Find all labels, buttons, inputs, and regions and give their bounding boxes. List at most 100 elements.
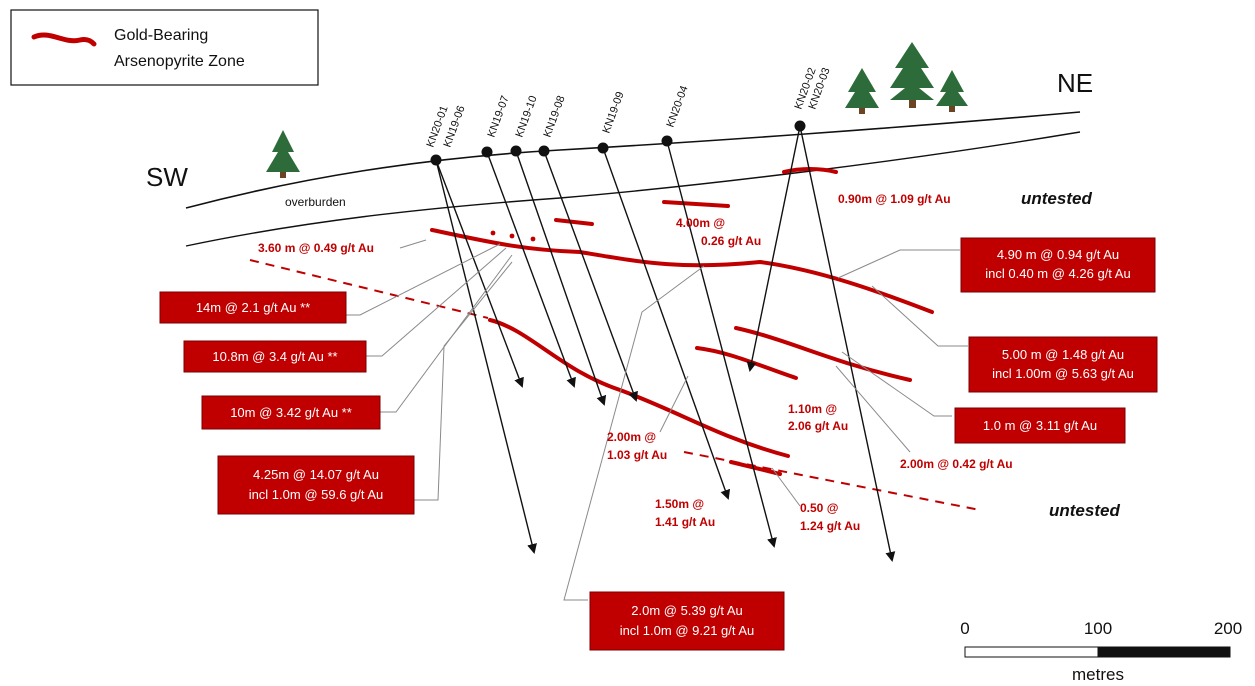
leader-line	[563, 265, 705, 601]
intercept-box: 2.0m @ 5.39 g/t Au incl 1.0m @ 9.21 g/t …	[589, 591, 785, 651]
intercept-box-line: 4.25m @ 14.07 g/t Au	[253, 467, 379, 482]
drill-collar	[538, 145, 550, 157]
drill-collar	[794, 120, 806, 132]
intercept-box-line: incl 1.00m @ 5.63 g/t Au	[992, 366, 1134, 381]
intercept-label: 4.00m @	[676, 216, 725, 230]
scale-bar: 0 100 200 metres	[960, 619, 1242, 684]
dashed-zone-projection	[683, 451, 981, 511]
intercept-box-line: incl 0.40 m @ 4.26 g/t Au	[985, 266, 1130, 281]
drill-hole-label: KN19-08	[542, 94, 568, 139]
leader-line	[346, 243, 501, 316]
tree-icon	[936, 70, 968, 112]
intercept-box: 10.8m @ 3.4 g/t Au **	[183, 340, 367, 373]
arsenopyrite-zone	[729, 460, 782, 476]
leader-line	[841, 351, 952, 417]
leader-line	[871, 285, 968, 347]
intercept-box: 14m @ 2.1 g/t Au **	[159, 291, 347, 324]
tree-icon	[890, 42, 934, 108]
drill-trace	[515, 150, 607, 406]
arsenopyrite-zone	[734, 326, 912, 382]
dashed-zone-projection	[249, 259, 489, 319]
arsenopyrite-zone	[430, 228, 934, 314]
legend-zone-swatch	[31, 32, 97, 47]
intercept-label: 1.10m @	[788, 402, 837, 416]
direction-ne: NE	[1057, 68, 1093, 98]
intercept-box: 4.25m @ 14.07 g/t Au incl 1.0m @ 59.6 g/…	[217, 455, 415, 515]
arsenopyrite-zone	[662, 200, 730, 208]
drill-traces	[435, 125, 896, 562]
legend: Gold-Bearing Arsenopyrite Zone	[10, 9, 319, 86]
tree-icon	[845, 68, 879, 114]
untested-label: untested	[1049, 501, 1120, 520]
intercept-label: 1.41 g/t Au	[655, 515, 715, 529]
drill-trace	[746, 125, 801, 372]
zone-dot	[509, 233, 515, 239]
drill-hole-label: KN19-09	[601, 90, 627, 135]
intercept-label: 0.26 g/t Au	[701, 234, 761, 248]
intercept-label: 1.03 g/t Au	[607, 448, 667, 462]
drill-trace	[435, 159, 537, 554]
intercept-box: 4.90 m @ 0.94 g/t Au incl 0.40 m @ 4.26 …	[960, 237, 1156, 293]
arsenopyrite-zone	[554, 218, 594, 226]
leader-line	[414, 261, 513, 501]
intercept-label: 2.00m @	[607, 430, 656, 444]
drill-hole-label: KN19-07	[486, 94, 512, 139]
drill-hole-label: KN20-04	[665, 84, 691, 129]
leader-line	[837, 249, 960, 279]
drill-trace	[435, 159, 524, 388]
intercept-box: 5.00 m @ 1.48 g/t Au incl 1.00m @ 5.63 g…	[968, 336, 1158, 393]
arsenopyrite-zone	[782, 167, 838, 174]
intercept-label: 0.90m @ 1.09 g/t Au	[838, 192, 951, 206]
scale-tick-label: 100	[1084, 619, 1112, 638]
intercept-label: 0.50 @	[800, 501, 838, 515]
intercept-box-line: 5.00 m @ 1.48 g/t Au	[1002, 347, 1124, 362]
intercept-box: 1.0 m @ 3.11 g/t Au	[954, 407, 1126, 444]
drill-collar	[510, 145, 522, 157]
intercept-box-line: 14m @ 2.1 g/t Au **	[196, 300, 310, 315]
drill-hole-label: KN19-10	[514, 94, 540, 139]
leader-line	[366, 247, 507, 357]
drill-collar	[430, 154, 442, 166]
leader-line	[380, 254, 513, 413]
scale-segment	[964, 646, 1099, 658]
intercept-label: 3.60 m @ 0.49 g/t Au	[258, 241, 374, 255]
intercept-box-line: 4.90 m @ 0.94 g/t Au	[997, 247, 1119, 262]
tree-icon	[266, 130, 300, 178]
intercept-box-line: 10.8m @ 3.4 g/t Au **	[212, 349, 337, 364]
topographic-surface	[185, 111, 1081, 209]
overburden-label: overburden	[285, 195, 346, 209]
leader-line	[399, 239, 427, 249]
arsenopyrite-zone	[488, 318, 790, 458]
drill-trace	[799, 125, 896, 562]
intercept-label: 2.06 g/t Au	[788, 419, 848, 433]
direction-sw: SW	[146, 162, 188, 192]
leader-line	[835, 365, 911, 453]
scale-segment	[1097, 646, 1231, 658]
legend-label-line1: Gold-Bearing	[114, 27, 208, 44]
drill-trace	[486, 151, 576, 388]
arsenopyrite-zone	[695, 346, 798, 380]
drill-trace	[602, 147, 731, 500]
drill-collar	[481, 146, 493, 158]
leader-line	[659, 375, 689, 433]
legend-box	[10, 9, 319, 86]
zone-dot	[530, 236, 536, 242]
drill-collar	[597, 142, 609, 154]
drill-trace	[666, 140, 777, 548]
intercept-box-line: 2.0m @ 5.39 g/t Au	[631, 603, 742, 618]
intercept-box-line: 1.0 m @ 3.11 g/t Au	[983, 418, 1097, 433]
scale-tick-label: 0	[960, 619, 969, 638]
overburden-base	[185, 131, 1081, 247]
leader-lines	[346, 239, 968, 601]
zone-dot	[490, 230, 496, 236]
drill-trace	[543, 150, 638, 402]
intercept-label: 2.00m @ 0.42 g/t Au	[900, 457, 1013, 471]
drill-collars	[430, 120, 806, 166]
untested-label: untested	[1021, 189, 1092, 208]
intercept-box-line: incl 1.0m @ 9.21 g/t Au	[620, 623, 755, 638]
intercept-box-line: incl 1.0m @ 59.6 g/t Au	[249, 487, 384, 502]
intercept-box-line: 10m @ 3.42 g/t Au **	[230, 405, 352, 420]
arsenopyrite-zones	[430, 167, 934, 476]
